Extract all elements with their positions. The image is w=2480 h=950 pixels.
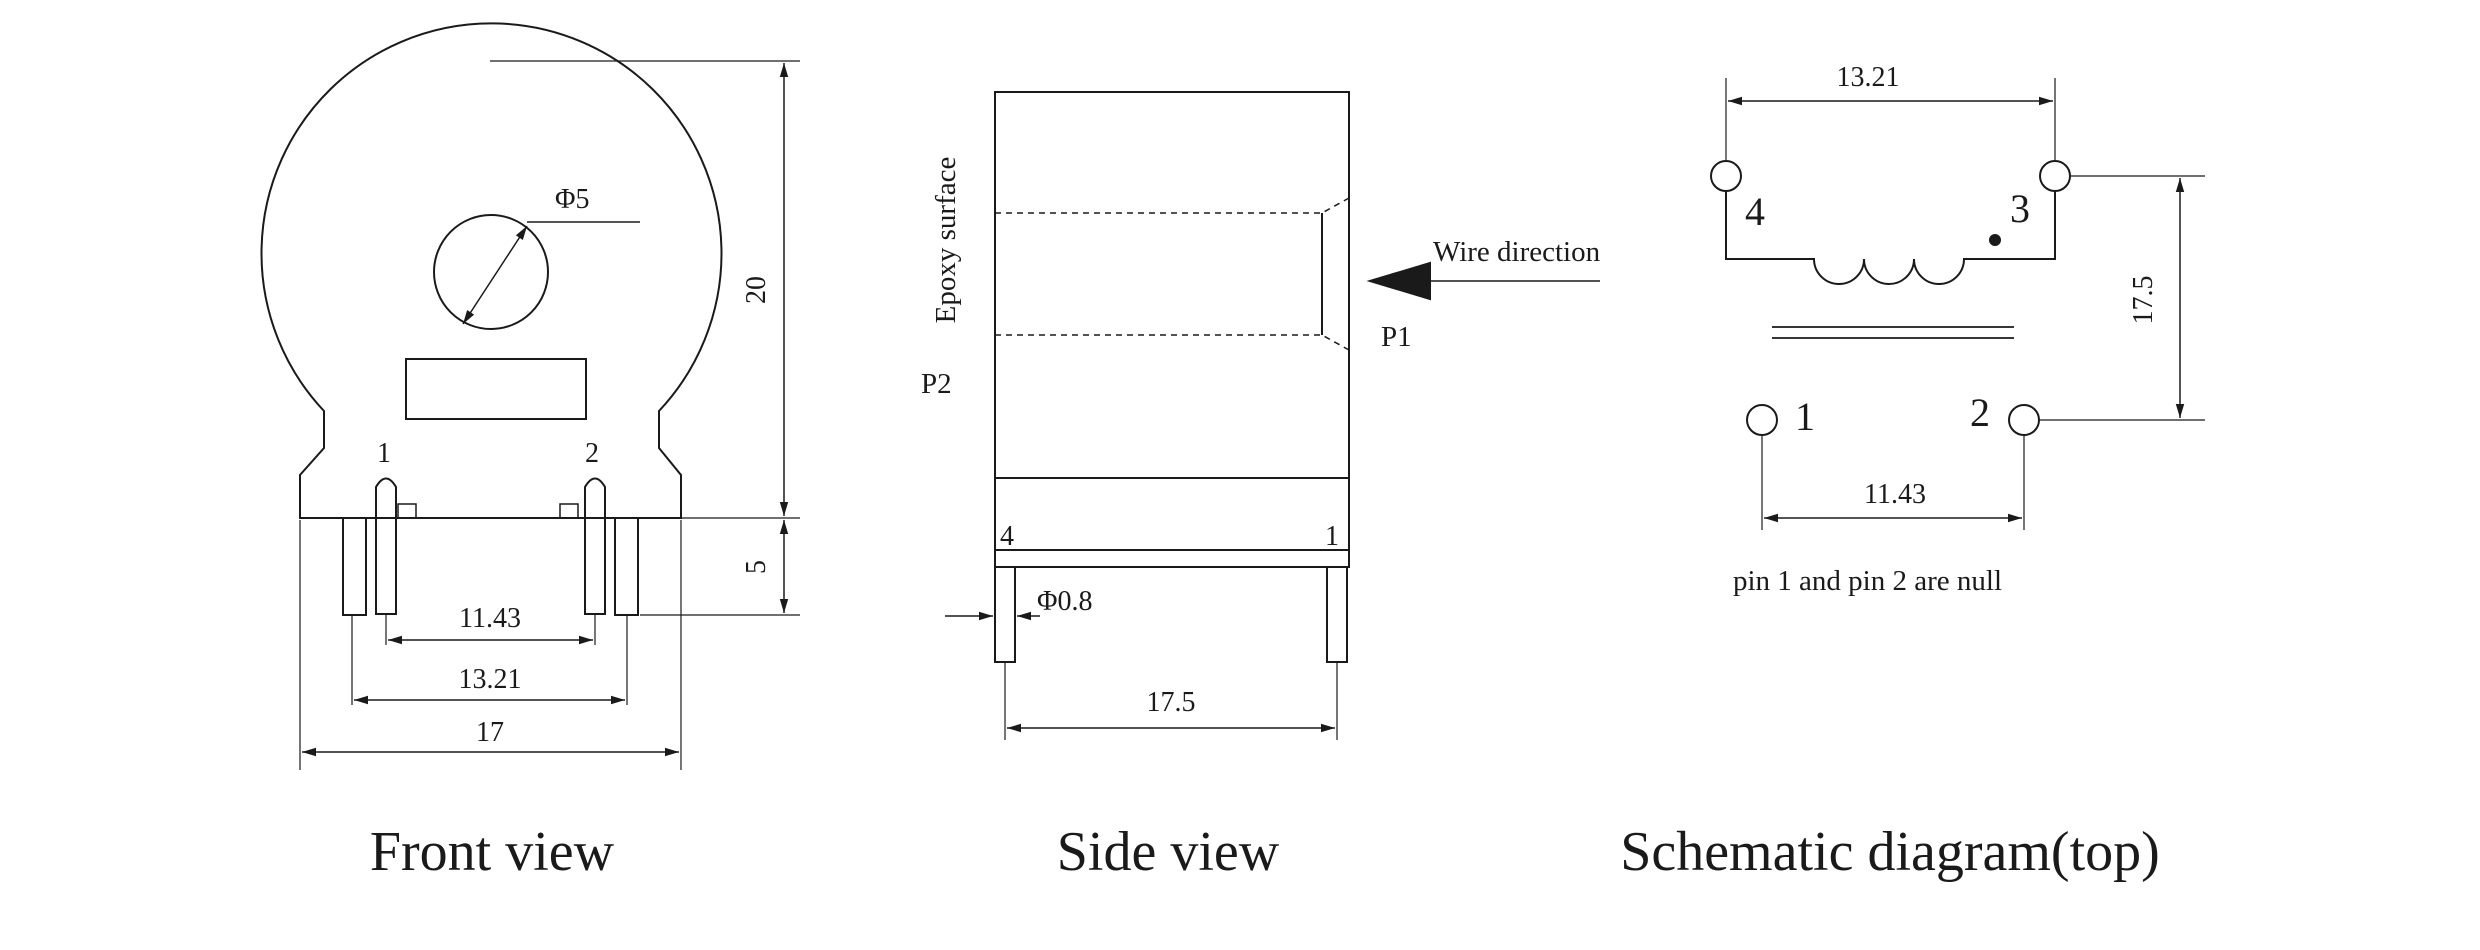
p1-label: P1	[1381, 321, 1412, 353]
schematic-polarity-dot	[1989, 234, 2001, 246]
side-pin-4-label: 4	[1000, 521, 1014, 552]
width-label: 17	[476, 717, 504, 748]
spacing-inner-label: 11.43	[459, 603, 521, 634]
side-base-strip	[994, 549, 1350, 568]
schematic-text: 13.21 4 3 1 2 17.5 11.43 pin 1 and pin 2…	[1620, 62, 2160, 883]
hole-diameter-label: Φ5	[555, 184, 589, 215]
schematic-top-dim-label: 13.21	[1837, 62, 1900, 93]
epoxy-surface-label: Epoxy surface	[930, 157, 962, 324]
front-body-outline	[260, 22, 723, 519]
schematic-pin-2	[2008, 404, 2040, 436]
wire-direction-arrow	[1366, 261, 1431, 301]
side-pin-right	[1326, 566, 1348, 663]
pin-length-label: 5	[741, 560, 772, 574]
wire-direction-label: Wire direction	[1433, 236, 1601, 268]
front-pin-1-label: 1	[377, 438, 391, 469]
spacing-outer-label: 13.21	[459, 664, 522, 695]
front-pin-2	[584, 477, 606, 615]
side-view	[945, 91, 1600, 740]
schematic-pin-2-label: 2	[1970, 390, 1990, 435]
schematic-pin-3-label: 3	[2010, 186, 2030, 231]
schematic-pin-1	[1746, 404, 1778, 436]
front-view-caption: Front view	[370, 821, 615, 883]
schematic-pin-4-label: 4	[1745, 189, 1765, 234]
side-base	[994, 477, 1350, 551]
schematic-caption: Schematic diagram(top)	[1620, 821, 2160, 883]
schematic-row-dim-label: 17.5	[2128, 276, 2159, 325]
p2-label: P2	[921, 368, 952, 400]
front-bottom-notch	[397, 503, 579, 518]
front-center-hole	[433, 214, 549, 330]
front-label-window	[405, 358, 587, 420]
front-pin-1	[375, 477, 397, 615]
side-hidden-hole	[995, 197, 1350, 351]
side-pin-1-label: 1	[1325, 521, 1339, 552]
schematic-note: pin 1 and pin 2 are null	[1733, 565, 2002, 597]
schematic-pin-4	[1710, 160, 1742, 192]
front-pin-2-label: 2	[585, 438, 599, 469]
hole-diameter-line	[462, 225, 528, 325]
side-body	[994, 91, 1350, 479]
pin-diameter-label: Φ0.8	[1037, 586, 1092, 617]
schematic-bottom-dim-label: 11.43	[1864, 479, 1926, 510]
schematic-view	[1710, 78, 2205, 530]
side-view-text: Epoxy surface P2 P1 Wire direction 4 1 Φ…	[921, 157, 1601, 883]
side-spacing-label: 17.5	[1147, 687, 1196, 718]
front-pin-outer-left	[342, 517, 367, 616]
front-view	[260, 22, 800, 770]
schematic-coil	[1725, 191, 2056, 285]
schematic-pin-1-label: 1	[1795, 394, 1815, 439]
side-pin-left	[994, 566, 1016, 663]
height-label: 20	[741, 276, 772, 304]
front-pin-outer-right	[614, 517, 639, 616]
front-view-text: Φ5 20 5 1 2 11.43 13.21 17 Front view	[370, 184, 772, 883]
schematic-pin-3	[2039, 160, 2071, 192]
side-view-caption: Side view	[1057, 821, 1280, 883]
